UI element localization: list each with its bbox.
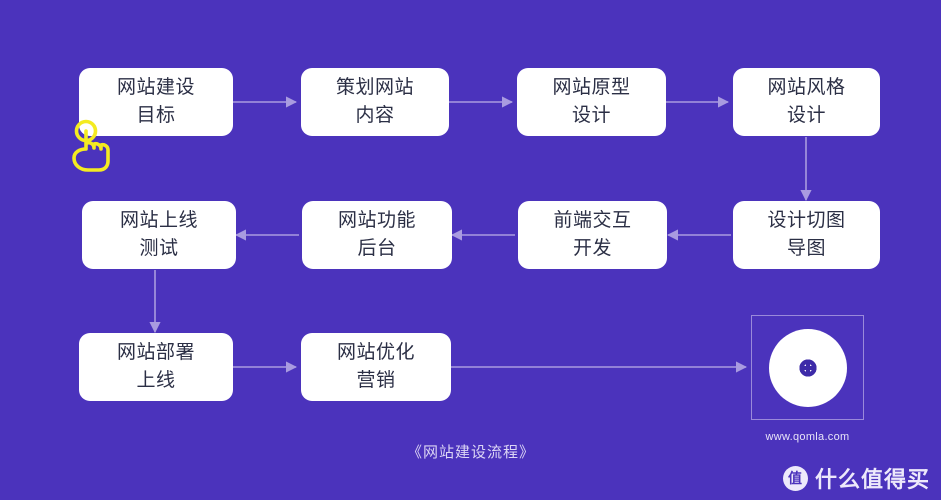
- watermark-badge-icon: 值: [783, 465, 808, 491]
- node-label-line2: 测试: [139, 238, 179, 259]
- logo-disc: [768, 328, 847, 407]
- node-label-line1: 网站部署: [116, 342, 195, 364]
- qomla-pinwheel-logo-icon: [798, 358, 817, 377]
- node-label-line2: 营销: [356, 370, 396, 391]
- node-label-line2: 内容: [355, 105, 395, 126]
- watermark-label: 什么值得买: [815, 467, 931, 492]
- flow-node-deploy-online[interactable]: 网站部署 上线: [79, 333, 233, 401]
- node-label-line1: 网站建设: [116, 77, 195, 99]
- flow-node-launch-test[interactable]: 网站上线 测试: [82, 201, 236, 269]
- node-label-line1: 前端交互: [553, 210, 632, 232]
- node-label-line1: 网站原型: [552, 77, 631, 99]
- flow-node-frontend-dev[interactable]: 前端交互 开发: [518, 201, 667, 269]
- flow-node-optimize-marketing[interactable]: 网站优化 营销: [301, 333, 451, 401]
- node-label-line2: 设计: [571, 105, 611, 126]
- flow-node-design-slicing[interactable]: 设计切图 导图: [733, 201, 880, 269]
- flow-node-style-design[interactable]: 网站风格 设计: [733, 68, 880, 136]
- diagram-caption: 《网站建设流程》: [406, 444, 535, 461]
- node-label-line1: 网站上线: [119, 210, 198, 232]
- node-label-line2: 设计: [786, 105, 826, 126]
- logo-frame[interactable]: [751, 315, 864, 420]
- node-label-line1: 网站风格: [767, 77, 846, 99]
- node-label-line2: 开发: [572, 238, 612, 259]
- node-label-line1: 网站功能: [337, 210, 416, 232]
- node-label-line1: 网站优化: [336, 342, 415, 364]
- node-label-line1: 策划网站: [335, 77, 414, 99]
- node-label-line1: 设计切图: [767, 210, 846, 232]
- flow-node-backend-features[interactable]: 网站功能 后台: [302, 201, 452, 269]
- flow-node-prototype-design[interactable]: 网站原型 设计: [517, 68, 666, 136]
- node-label-line2: 后台: [357, 238, 397, 259]
- node-label-line2: 导图: [786, 238, 826, 259]
- flow-node-plan-content[interactable]: 策划网站 内容: [301, 68, 449, 136]
- node-label-line2: 上线: [136, 370, 176, 391]
- flow-node-website-goal[interactable]: 网站建设 目标: [79, 68, 233, 136]
- logo-url-label: www.qomla.com: [765, 431, 850, 443]
- watermark: 值 什么值得买: [783, 462, 930, 494]
- node-label-line2: 目标: [136, 105, 176, 126]
